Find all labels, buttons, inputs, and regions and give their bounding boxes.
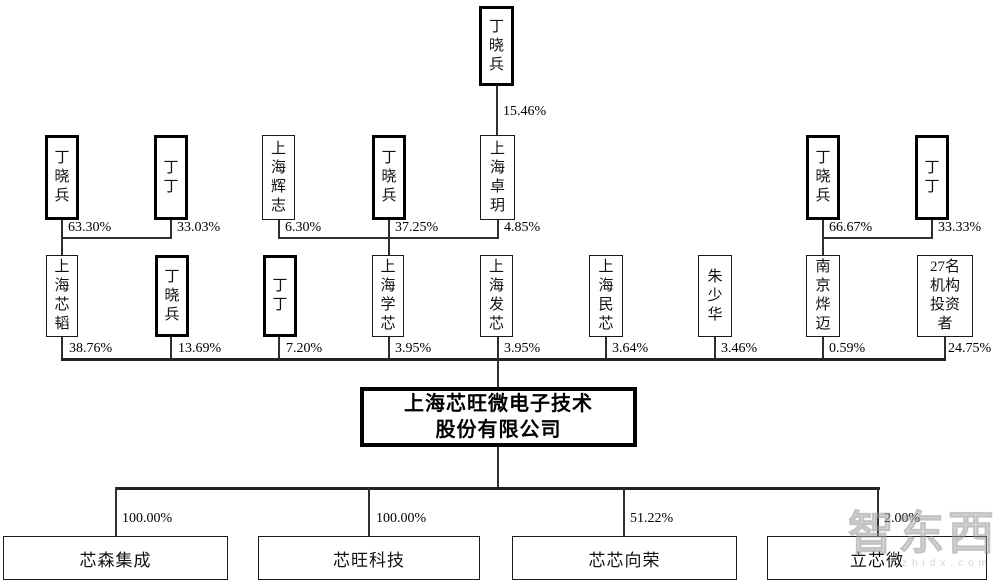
connector-line (61, 220, 63, 239)
connector-line (368, 487, 370, 536)
stake-label: 13.69% (178, 341, 222, 356)
stake-label: 3.46% (721, 341, 758, 356)
node-label: 丁丁 (163, 159, 179, 195)
connector-line (61, 358, 946, 361)
node-label: 丁晓兵 (164, 268, 180, 323)
node-shanghai-minxin: 上海民芯 (589, 255, 623, 337)
node-shanghai-xuexin: 上海学芯 (372, 255, 404, 337)
node-lixinwei: 立芯微 (767, 536, 987, 580)
node-ding-ding-c: 丁丁 (263, 255, 297, 337)
node-ding-xiaobing-c: 丁晓兵 (806, 135, 840, 220)
node-label: 朱少华 (707, 268, 723, 323)
connector-line (497, 447, 499, 489)
connector-line (497, 220, 499, 239)
stake-label: 4.85% (504, 220, 541, 235)
node-institutional-investors: 27名机构投资者 (917, 255, 973, 337)
node-label: 丁晓兵 (381, 150, 397, 204)
node-label: 丁晓兵 (815, 150, 831, 204)
node-label: 立芯微 (850, 550, 904, 570)
connector-line (61, 337, 63, 360)
stake-label: 63.30% (68, 220, 112, 235)
connector-line (170, 220, 172, 239)
node-label: 27名机构投资者 (929, 259, 960, 332)
connector-line (388, 237, 390, 255)
node-label: 南京烨迈 (815, 259, 831, 332)
connector-line (278, 220, 280, 239)
node-ding-ding-b: 丁丁 (915, 135, 949, 220)
stake-label: 3.95% (504, 341, 541, 356)
node-issuer-company: 上海芯旺微电子技术 股份有限公司 (360, 387, 637, 447)
connector-line (944, 337, 946, 360)
node-shanghai-faxin: 上海发芯 (480, 255, 513, 337)
node-label: 丁丁 (924, 159, 940, 195)
stake-label: 100.00% (122, 511, 173, 526)
node-ding-xiaobing-b: 丁晓兵 (372, 135, 406, 220)
connector-line (170, 337, 172, 360)
connector-line (822, 237, 933, 239)
node-label: 芯旺科技 (333, 550, 405, 570)
node-label: 芯森集成 (79, 550, 152, 570)
stake-label: 7.20% (286, 341, 323, 356)
connector-line (115, 487, 117, 536)
node-label: 上海芯韬 (54, 259, 70, 332)
connector-line (605, 337, 607, 360)
company-name-line2: 股份有限公司 (435, 419, 562, 441)
stake-label: 2.00% (884, 511, 921, 526)
node-xinsen-jicheng: 芯森集成 (3, 536, 228, 580)
node-label: 上海发芯 (488, 259, 504, 332)
node-label: 上海辉志 (270, 140, 286, 214)
node-xinxin-xiangrong: 芯芯向荣 (512, 536, 737, 580)
node-zhu-shaohua: 朱少华 (698, 255, 732, 337)
node-ding-ding-a: 丁丁 (154, 135, 188, 220)
node-label: 上海卓玥 (489, 140, 505, 214)
node-shanghai-zhuoyue: 上海卓玥 (480, 135, 515, 220)
node-ding-xiaobing-top: 丁晓兵 (479, 6, 514, 86)
node-ding-xiaobing-d: 丁晓兵 (155, 255, 189, 337)
node-nanjing-yemai: 南京烨迈 (806, 255, 840, 337)
connector-line (278, 337, 280, 360)
connector-line (822, 220, 824, 239)
stake-label: 37.25% (395, 220, 439, 235)
stake-label: 24.75% (948, 341, 992, 356)
node-label: 丁丁 (272, 278, 288, 313)
node-label: 芯芯向荣 (588, 550, 661, 570)
connector-line (931, 220, 933, 239)
stake-label: 51.22% (630, 511, 674, 526)
stake-label: 3.64% (612, 341, 649, 356)
stake-label: 100.00% (376, 511, 427, 526)
node-label: 上海学芯 (380, 259, 396, 332)
stake-label-top: 15.46% (503, 104, 547, 119)
connector-line (497, 358, 499, 387)
connector-line (61, 237, 172, 239)
connector-line (822, 337, 824, 360)
connector-line (61, 237, 63, 255)
stake-label: 3.95% (395, 341, 432, 356)
node-ding-xiaobing-a: 丁晓兵 (45, 135, 79, 220)
connector-line (714, 337, 716, 360)
connector-line (115, 487, 880, 490)
connector-line (388, 337, 390, 360)
connector-line (623, 487, 625, 536)
connector-line (496, 86, 498, 135)
node-shanghai-huizhi: 上海辉志 (262, 135, 295, 220)
stake-label: 33.33% (938, 220, 982, 235)
stake-label: 38.76% (69, 341, 113, 356)
connector-line (388, 220, 390, 239)
node-label: 丁晓兵 (54, 150, 70, 204)
company-name-line1: 上海芯旺微电子技术 (404, 393, 593, 415)
connector-line (877, 487, 879, 536)
node-shanghai-xintao: 上海芯韬 (46, 255, 78, 337)
stake-label: 6.30% (285, 220, 322, 235)
stake-label: 0.59% (829, 341, 866, 356)
node-xinwang-keji: 芯旺科技 (258, 536, 480, 580)
connector-line (497, 337, 499, 360)
node-label: 丁晓兵 (488, 18, 504, 73)
stake-label: 66.67% (829, 220, 873, 235)
node-label: 上海民芯 (598, 259, 614, 332)
connector-line (822, 237, 824, 255)
stake-label: 33.03% (177, 220, 221, 235)
